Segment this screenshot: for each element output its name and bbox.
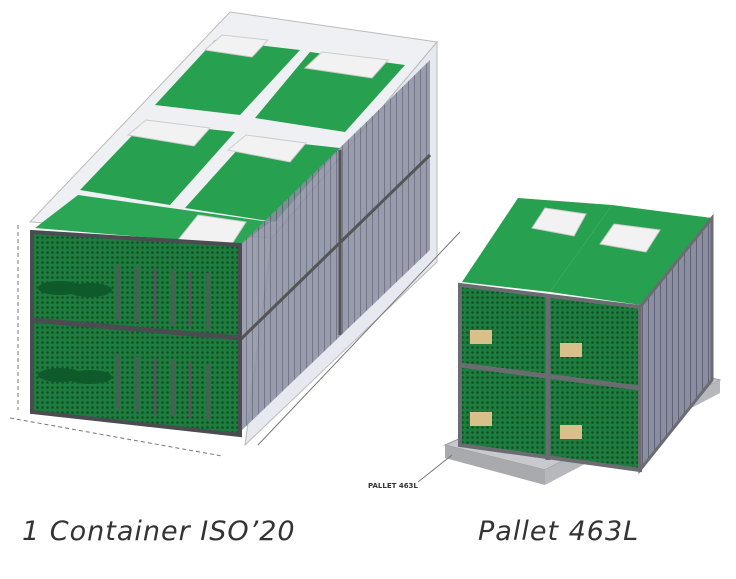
pallet-callout-label: PALLET 463L <box>368 482 418 490</box>
white-box <box>599 223 661 253</box>
pallet-top-right <box>550 205 712 305</box>
cage-front <box>30 229 242 438</box>
white-box <box>203 34 270 58</box>
white-box <box>531 207 587 237</box>
cargo-top-back-left <box>155 40 300 115</box>
cage-side <box>638 213 714 475</box>
pallet-caption: Pallet 463L <box>478 516 640 547</box>
pallet-base-front <box>445 445 545 485</box>
white-box <box>226 134 307 163</box>
pallet-463l <box>417 198 722 485</box>
container-caption: 1 Container ISO’20 <box>22 516 296 547</box>
white-box <box>126 119 212 147</box>
cargo-top-mid-right <box>185 138 340 222</box>
container-iso20 <box>9 11 461 457</box>
white-box <box>303 51 390 79</box>
